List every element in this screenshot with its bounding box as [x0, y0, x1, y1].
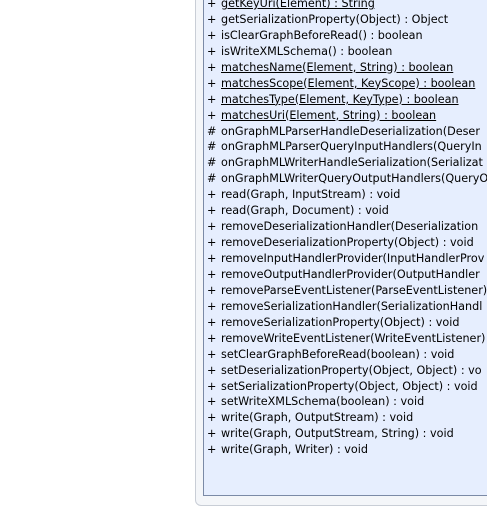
method-signature: isClearGraphBeforeRead() : boolean: [221, 28, 423, 42]
method-signature: setDeserializationProperty(Object, Objec…: [221, 363, 482, 377]
method-row[interactable]: + setSerializationProperty(Object, Object…: [207, 379, 487, 395]
method-signature: write(Graph, Writer) : void: [221, 443, 368, 457]
visibility-marker: +: [207, 443, 217, 457]
method-signature: setWriteXMLSchema(boolean) : void: [221, 395, 425, 409]
method-row[interactable]: + matchesType(Element, KeyType) : boolean: [207, 92, 487, 108]
method-row[interactable]: + removeDeserializationHandler(Deserializ…: [207, 219, 487, 235]
method-row[interactable]: + removeSerializationProperty(Object) : v…: [207, 315, 487, 331]
method-row[interactable]: + read(Graph, Document) : void: [207, 203, 487, 219]
method-signature: write(Graph, OutputStream) : void: [221, 411, 414, 425]
method-row[interactable]: + getKeyUri(Element) : String: [207, 0, 487, 12]
method-signature: getKeyUri(Element) : String: [221, 0, 375, 10]
visibility-marker: +: [207, 12, 217, 26]
method-row[interactable]: + removeInputHandlerProvider(InputHandler…: [207, 251, 487, 267]
visibility-marker: +: [207, 28, 217, 42]
method-signature: matchesScope(Element, KeyScope) : boolea…: [221, 76, 476, 90]
visibility-marker: +: [207, 92, 217, 106]
visibility-marker: +: [207, 315, 217, 329]
method-list: + getKeyUri(Element) : String + getSerializ…: [207, 0, 487, 458]
visibility-marker: +: [207, 60, 217, 74]
method-signature: isWriteXMLSchema() : boolean: [221, 44, 393, 58]
method-row[interactable]: + removeParseEventListener(ParseEventList…: [207, 283, 487, 299]
visibility-marker: +: [207, 411, 217, 425]
visibility-marker: +: [207, 379, 217, 393]
method-row[interactable]: # onGraphMLWriterHandleSerialization(Seri…: [207, 155, 487, 171]
visibility-marker: +: [207, 347, 217, 361]
method-signature: read(Graph, InputStream) : void: [221, 188, 401, 202]
method-row[interactable]: + matchesName(Element, String) : boolean: [207, 60, 487, 76]
visibility-marker: +: [207, 283, 217, 297]
visibility-marker: +: [207, 220, 217, 234]
method-row[interactable]: + write(Graph, OutputStream, String) : vo…: [207, 426, 487, 442]
method-signature: onGraphMLParserHandleDeserialization(Des…: [221, 124, 480, 138]
method-signature: removeWriteEventListener(WriteEventListe…: [221, 331, 486, 345]
method-signature: read(Graph, Document) : void: [221, 204, 389, 218]
method-row[interactable]: + getSerializationProperty(Object) : Obje…: [207, 12, 487, 28]
method-signature: onGraphMLWriterQueryOutputHandlers(Query…: [221, 172, 487, 186]
visibility-marker: +: [207, 363, 217, 377]
class-node[interactable]: [203, 0, 487, 496]
method-signature: matchesType(Element, KeyType) : boolean: [221, 92, 459, 106]
visibility-marker: #: [207, 156, 217, 170]
method-signature: getSerializationProperty(Object) : Objec…: [221, 12, 449, 26]
visibility-marker: +: [207, 44, 217, 58]
visibility-marker: #: [207, 124, 217, 138]
visibility-marker: +: [207, 204, 217, 218]
method-row[interactable]: + setClearGraphBeforeRead(boolean) : void: [207, 347, 487, 363]
method-row[interactable]: + isClearGraphBeforeRead() : boolean: [207, 28, 487, 44]
method-row[interactable]: + read(Graph, InputStream) : void: [207, 187, 487, 203]
method-signature: removeSerializationHandler(Serialization…: [221, 299, 483, 313]
visibility-marker: +: [207, 108, 217, 122]
visibility-marker: +: [207, 267, 217, 281]
method-signature: setClearGraphBeforeRead(boolean) : void: [221, 347, 455, 361]
visibility-marker: +: [207, 0, 217, 10]
method-signature: onGraphMLWriterHandleSerialization(Seria…: [221, 156, 483, 170]
method-row[interactable]: # onGraphMLParserQueryInputHandlers(Query…: [207, 139, 487, 155]
method-row[interactable]: + removeDeserializationProperty(Object) :…: [207, 235, 487, 251]
method-row[interactable]: + write(Graph, OutputStream) : void: [207, 410, 487, 426]
method-signature: removeOutputHandlerProvider(OutputHandle…: [221, 267, 480, 281]
visibility-marker: +: [207, 188, 217, 202]
method-row[interactable]: + setDeserializationProperty(Object, Obje…: [207, 363, 487, 379]
method-signature: matchesName(Element, String) : boolean: [221, 60, 454, 74]
visibility-marker: #: [207, 140, 217, 154]
method-signature: setSerializationProperty(Object, Object)…: [221, 379, 478, 393]
method-row[interactable]: + write(Graph, Writer) : void: [207, 442, 487, 458]
visibility-marker: +: [207, 252, 217, 265]
method-row[interactable]: + setWriteXMLSchema(boolean) : void: [207, 394, 487, 410]
method-signature: write(Graph, OutputStream, String) : voi…: [221, 427, 454, 441]
method-row[interactable]: # onGraphMLParserHandleDeserialization(De…: [207, 124, 487, 140]
method-signature: removeParseEventListener(ParseEventListe…: [221, 283, 487, 297]
visibility-marker: #: [207, 172, 217, 186]
method-signature: removeDeserializationHandler(Deserializa…: [221, 220, 479, 234]
method-signature: matchesUri(Element, String) : boolean: [221, 108, 437, 122]
method-signature: onGraphMLParserQueryInputHandlers(QueryI…: [221, 140, 482, 154]
method-row[interactable]: + removeSerializationHandler(Serializatio…: [207, 299, 487, 315]
visibility-marker: +: [207, 236, 217, 250]
method-row[interactable]: + removeOutputHandlerProvider(OutputHandl…: [207, 267, 487, 283]
method-row[interactable]: + matchesScope(Element, KeyScope) : boole…: [207, 76, 487, 92]
method-row[interactable]: # onGraphMLWriterQueryOutputHandlers(Quer…: [207, 171, 487, 187]
method-row[interactable]: + isWriteXMLSchema() : boolean: [207, 44, 487, 60]
visibility-marker: +: [207, 76, 217, 90]
visibility-marker: +: [207, 331, 217, 345]
method-signature: removeDeserializationProperty(Object) : …: [221, 236, 474, 250]
visibility-marker: +: [207, 427, 217, 441]
visibility-marker: +: [207, 299, 217, 313]
method-row[interactable]: + matchesUri(Element, String) : boolean: [207, 108, 487, 124]
method-row[interactable]: + removeWriteEventListener(WriteEventList…: [207, 331, 487, 347]
method-signature: removeSerializationProperty(Object) : vo…: [221, 315, 460, 329]
method-signature: removeInputHandlerProvider(InputHandlerP…: [221, 252, 485, 265]
visibility-marker: +: [207, 395, 217, 409]
